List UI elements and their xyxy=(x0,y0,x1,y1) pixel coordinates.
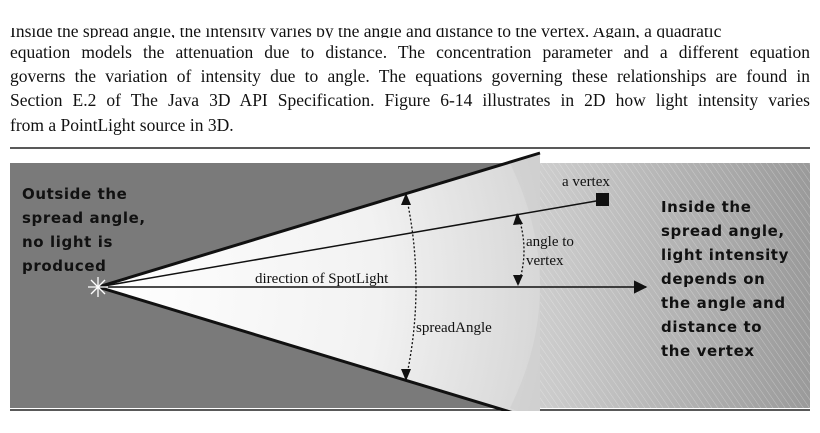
left-caption-line: produced xyxy=(22,257,106,275)
vertex-marker xyxy=(596,193,609,206)
spread-angle-label: spreadAngle xyxy=(416,320,492,336)
right-caption-line: the angle and xyxy=(661,294,786,312)
angle-label-line1: angle to xyxy=(526,234,574,250)
paragraph-line: from a PointLight source in 3D. xyxy=(10,114,234,135)
paragraph-line: governs the variation of intensity due t… xyxy=(10,66,810,87)
cone-lower-edge xyxy=(97,285,513,411)
spotlight-diagram: a vertex angle to vertex direction of Sp… xyxy=(10,147,810,411)
direction-label: direction of SpotLight xyxy=(255,271,389,287)
angle-label-line2: vertex xyxy=(526,253,564,269)
cone-far-shade xyxy=(510,153,540,411)
cone-upper-edge xyxy=(97,151,541,289)
clipped-line-text: Inside the spread angle, the intensity v… xyxy=(10,28,722,38)
spread-arc-arrow-bottom xyxy=(401,369,411,381)
vertex-arc-arrow-top xyxy=(513,213,523,225)
left-caption-line: spread angle, xyxy=(22,209,146,227)
clipped-text-line: Inside the spread angle, the intensity v… xyxy=(10,28,810,38)
paragraph-line: Section E.2 of The Java 3D API Specifica… xyxy=(10,90,810,111)
vertex-ray xyxy=(97,199,603,288)
right-caption-line: depends on xyxy=(661,270,765,288)
vertex-arc-arrow-bottom xyxy=(513,275,523,286)
right-hatch xyxy=(505,163,810,408)
right-caption-line: the vertex xyxy=(661,342,755,360)
right-caption-line: light intensity xyxy=(661,246,789,264)
spotlight-figure: a vertex angle to vertex direction of Sp… xyxy=(10,147,810,411)
light-cone xyxy=(98,153,540,411)
right-caption-line: spread angle, xyxy=(661,222,785,240)
light-source-icon xyxy=(88,277,108,297)
paragraph-line: equation models the attenuation due to d… xyxy=(10,42,810,62)
vertex-label: a vertex xyxy=(562,174,610,190)
left-caption: Outside the spread angle, no light is pr… xyxy=(22,185,146,275)
right-caption: Inside the spread angle, light intensity… xyxy=(661,198,789,360)
left-caption-line: no light is xyxy=(22,233,113,251)
right-caption-line: distance to xyxy=(661,318,762,336)
left-caption-line: Outside the xyxy=(22,185,127,203)
spread-arc-arrow-top xyxy=(401,193,411,205)
right-caption-line: Inside the xyxy=(661,198,752,216)
body-paragraph: equation models the attenuation due to d… xyxy=(10,40,810,137)
spread-angle-arc xyxy=(405,194,417,380)
